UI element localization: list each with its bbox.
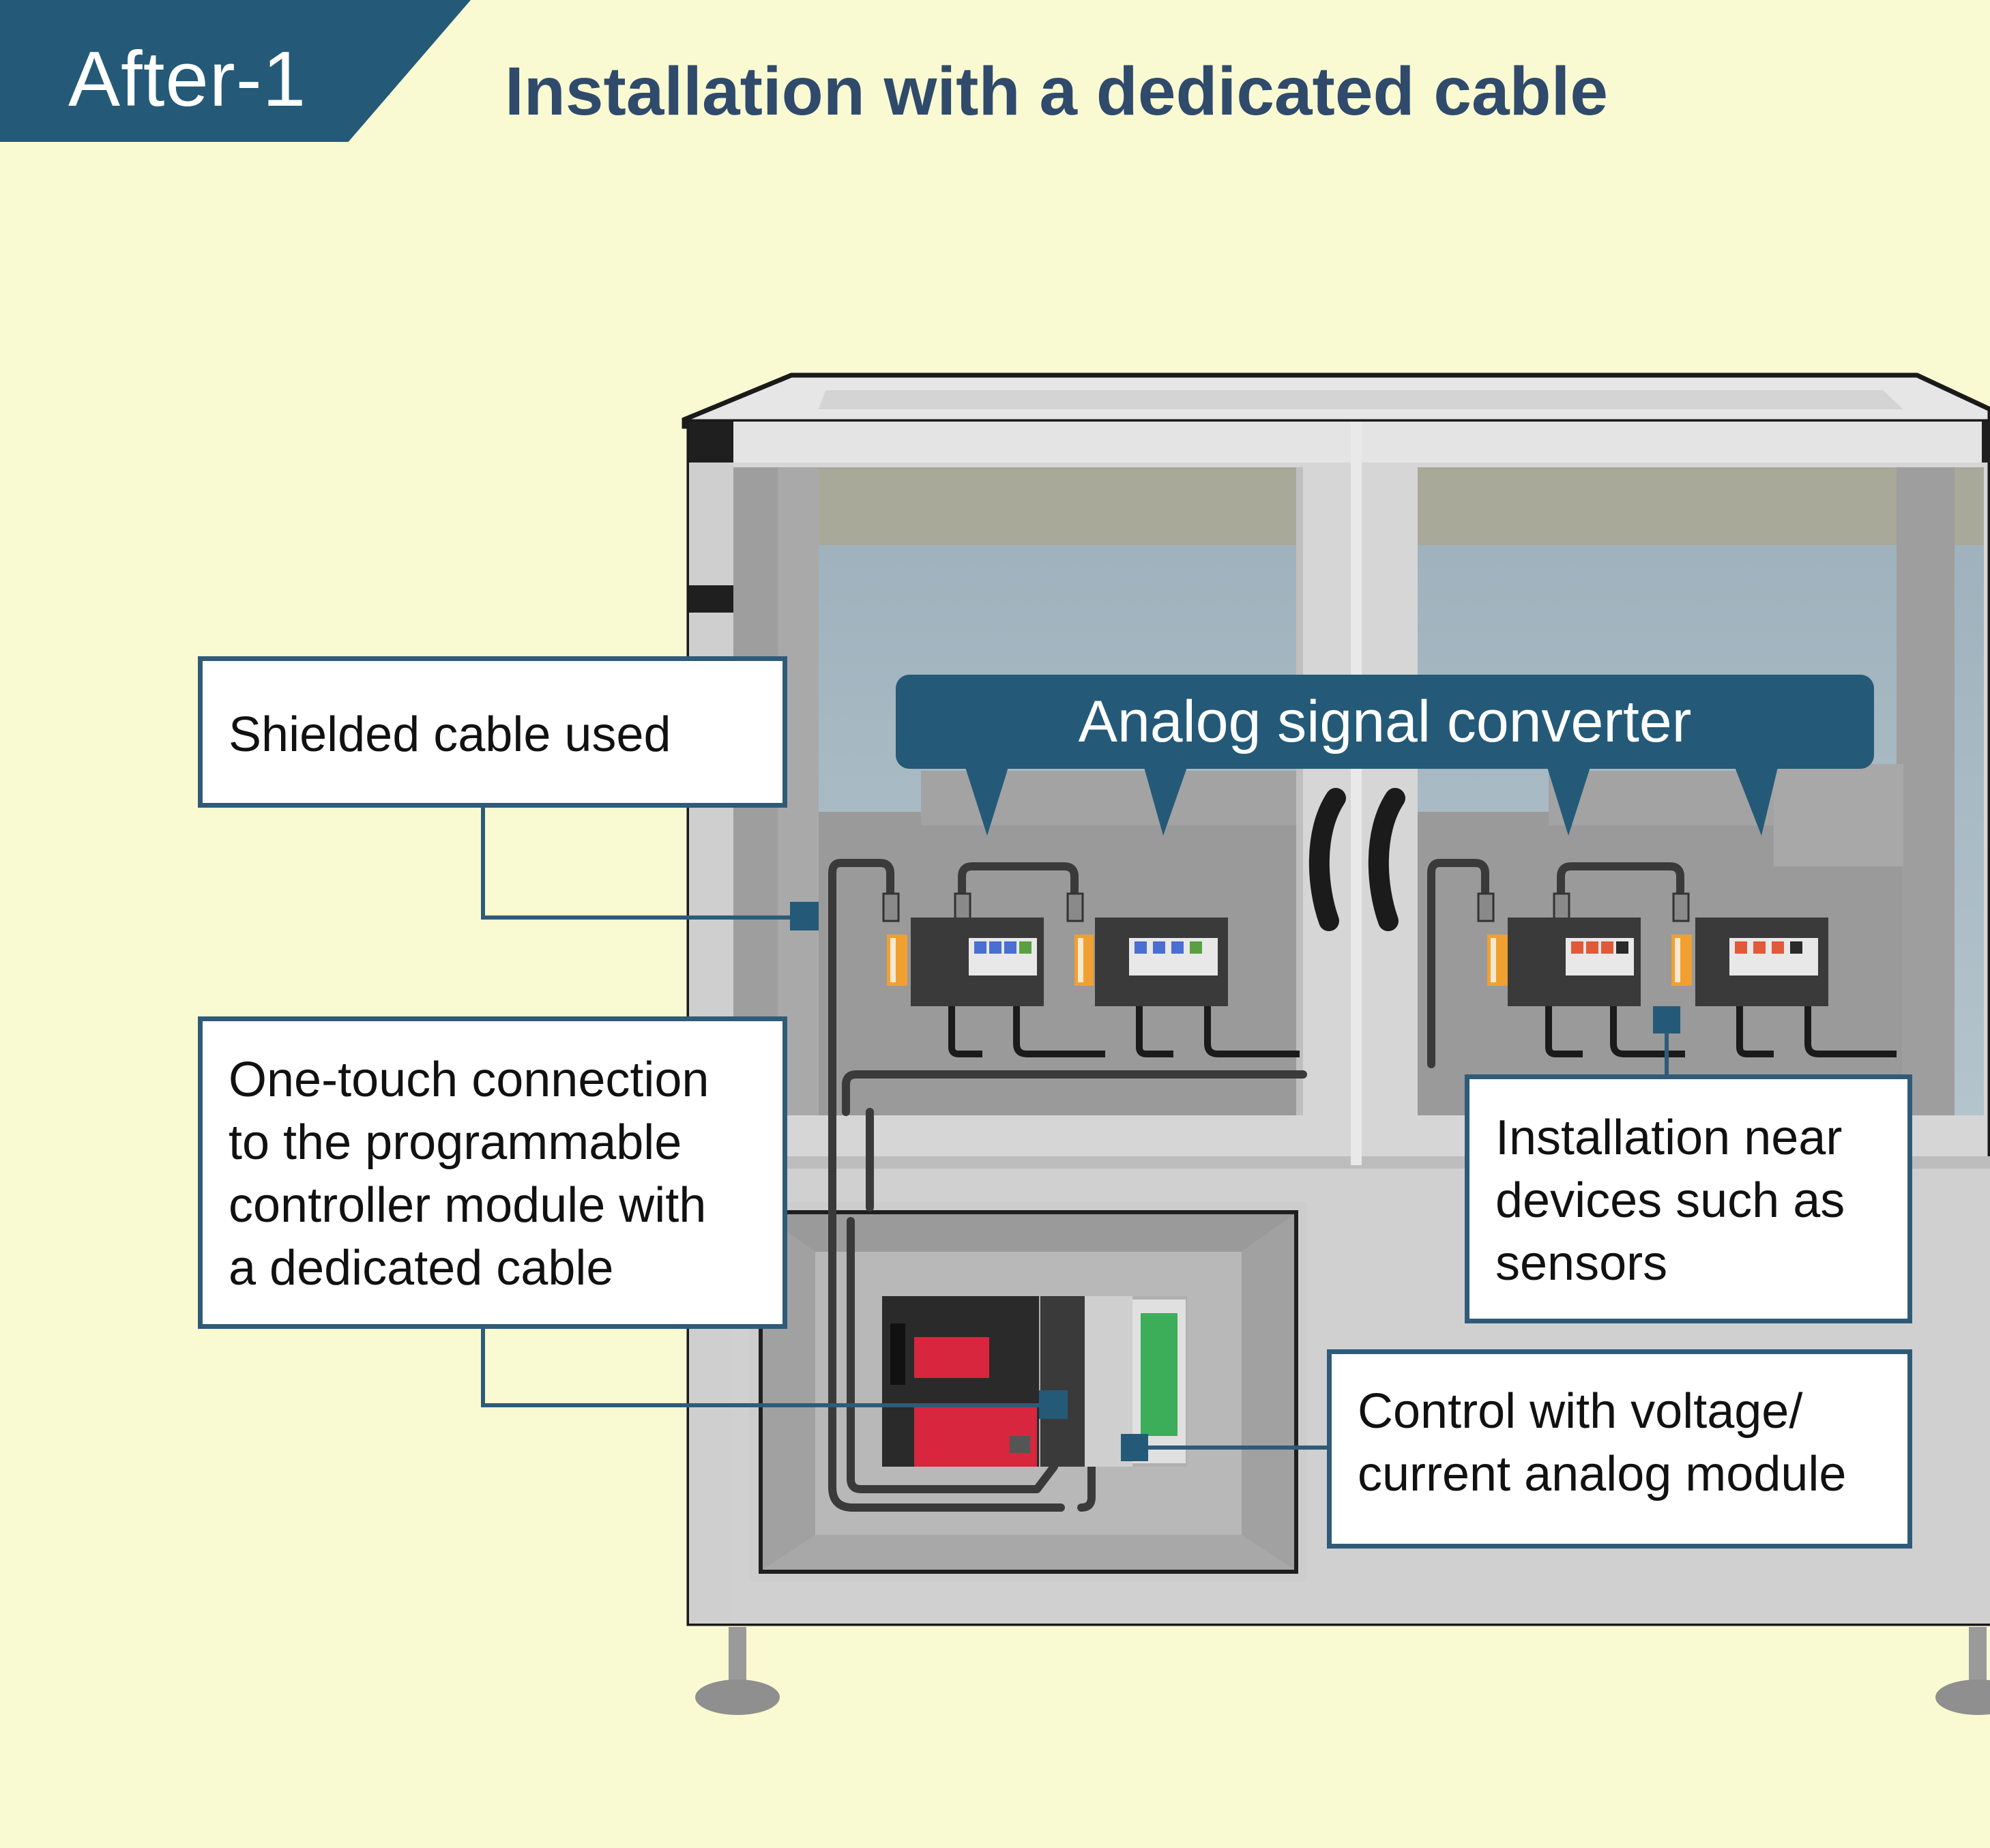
callout-line: to the programmable [229,1115,682,1170]
right-window [1418,467,1984,1115]
callout-line: a dedicated cable [229,1241,614,1295]
callout-line: One-touch connection [229,1053,709,1107]
converter-unit [1695,918,1897,1057]
analog-signal-converter-label: Analog signal converter [896,675,1874,769]
callout-line: controller module with [229,1178,707,1233]
converter-unit [911,918,1105,1057]
converter-unit [1508,918,1685,1057]
cables [828,859,1684,1512]
callout-line: Shielded cable used [229,707,671,762]
callout-line: Control with voltage/ [1358,1384,1803,1439]
callout-connectors [481,805,1669,1450]
converter-label-pointers [965,767,1778,836]
callout-line: devices such as [1495,1173,1845,1228]
callout-installation-near-devices: Installation near devices such as sensor… [1465,1074,1912,1323]
callout-line: Installation near [1495,1111,1843,1165]
page-title: Installation with a dedicated cable [505,53,1609,130]
analog-converter-units [911,918,1897,1057]
callout-shielded-cable: Shielded cable used [198,656,787,808]
converter-unit [1095,918,1300,1057]
callout-line: sensors [1495,1236,1668,1291]
callout-markers [790,902,1680,1461]
callout-line: current analog module [1358,1447,1847,1501]
door-handles [1308,788,1405,931]
step-badge-label: After-1 [68,36,307,123]
cable-plugs [882,892,1690,922]
cabinet-feet [695,1627,1990,1715]
callout-one-touch-connection: One-touch connection to the programmable… [198,1016,787,1329]
callout-analog-module: Control with voltage/ current analog mod… [1327,1349,1912,1549]
